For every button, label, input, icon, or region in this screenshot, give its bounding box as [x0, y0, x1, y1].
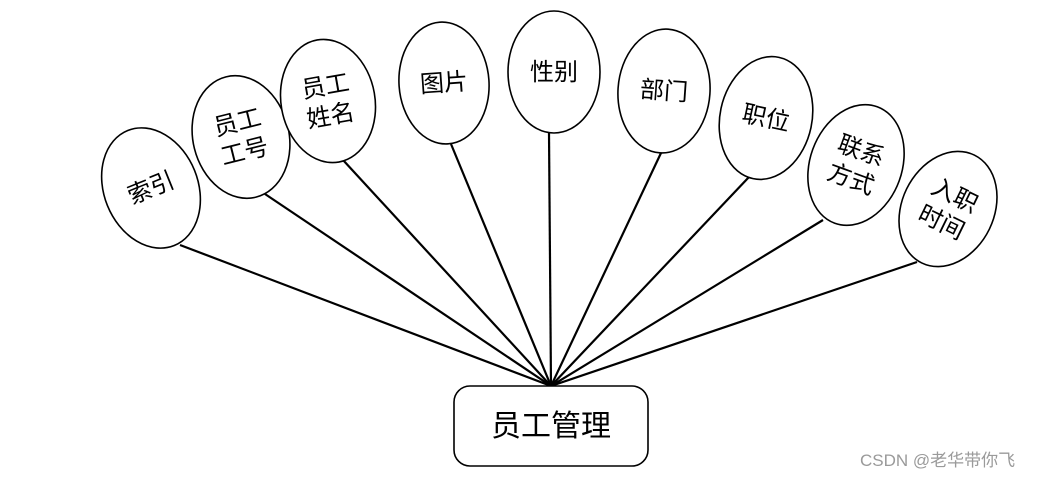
- attribute-node: 图片: [398, 21, 490, 145]
- connector-line: [550, 176, 750, 387]
- entity-node: 员工管理: [453, 385, 649, 467]
- connector-line: [342, 159, 552, 387]
- connector-lines: [179, 132, 918, 388]
- attribute-label: 部门: [639, 75, 689, 106]
- attribute-ellipse: [898, 150, 998, 268]
- attribute-node: 性别: [507, 10, 601, 134]
- attribute-label: 性别: [530, 58, 578, 86]
- connector-line: [547, 132, 553, 387]
- attribute-ellipse: [807, 103, 905, 227]
- connector-line: [550, 152, 662, 387]
- connector-line: [179, 243, 552, 388]
- attribute-ellipse: [507, 10, 601, 134]
- attribute-ellipse: [100, 127, 202, 249]
- watermark: CSDN @老华带你飞: [860, 451, 1016, 470]
- attribute-ellipse: [279, 38, 377, 164]
- attribute-node: 部门: [617, 28, 711, 154]
- attribute-ellipses: 索引员工工号员工姓名 图片 性别部门职位联系方式入职时间: [100, 10, 998, 268]
- connector-line: [550, 260, 918, 388]
- attribute-node: 职位: [718, 55, 814, 181]
- entity-label: 员工管理: [491, 409, 611, 444]
- attribute-label: 图片: [419, 67, 469, 98]
- connector-line: [550, 219, 824, 387]
- attribute-ellipse: [718, 55, 814, 181]
- attribute-ellipse: [617, 28, 711, 154]
- attribute-ellipse: [398, 21, 490, 145]
- entity-box: [453, 385, 649, 467]
- connector-line: [449, 143, 553, 387]
- attribute-node: 索引: [100, 127, 202, 249]
- connector-line: [264, 193, 552, 387]
